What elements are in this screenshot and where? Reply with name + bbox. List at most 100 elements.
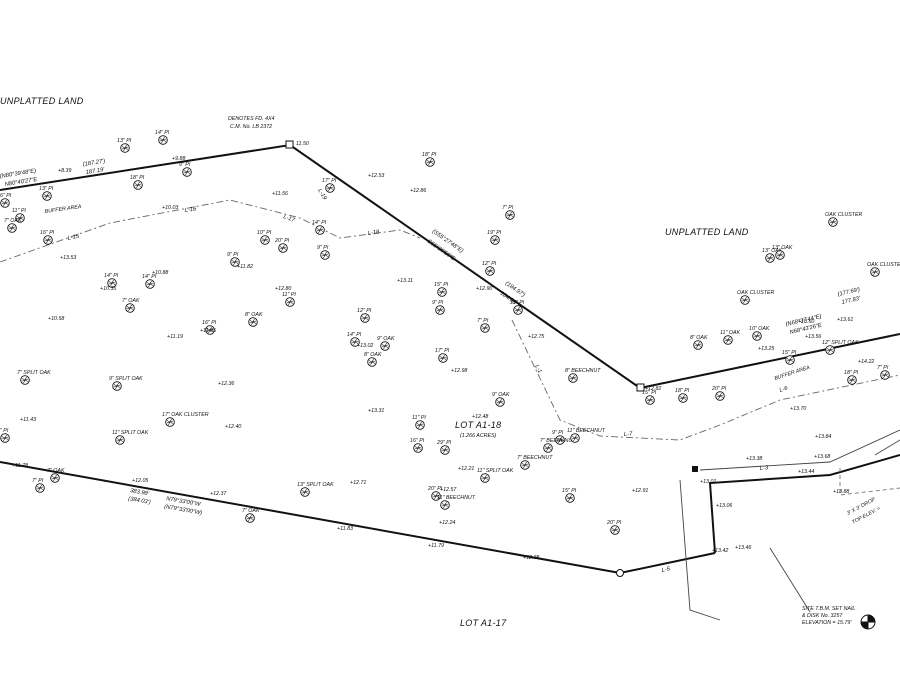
tree-marker: 11" BEECHNUT [437, 495, 476, 510]
tree-label: 8" OAK [364, 352, 382, 358]
tree-marker: 13" SPLIT OAK [297, 482, 334, 497]
monument-circle-icon [616, 569, 624, 577]
tree-label: 8" OAK [245, 312, 263, 318]
tree-label: 9" OAK [377, 336, 395, 342]
tree-marker: 18" PI [675, 388, 690, 403]
tree-label: OAK CLUSTER [867, 262, 900, 268]
tree-hatch-icon [544, 444, 552, 452]
tree-marker: 9" PI [227, 252, 240, 267]
tree-marker: OAK CLUSTER [825, 212, 863, 227]
tree-label: OAK CLUSTER [737, 290, 775, 296]
tree-label: 11" PI [282, 292, 296, 298]
spot-elevation: +11.85 [200, 328, 216, 334]
spot-elevation: 11.50 [296, 141, 309, 147]
tree-hatch-icon [246, 514, 254, 522]
buffer-area-right-label: BUFFER AREA [774, 365, 811, 382]
tree-label: 13" PI [117, 138, 132, 144]
bearing-nw-3: (187.27') [82, 158, 105, 167]
spot-elevation: +12.90 [476, 286, 492, 292]
tree-hatch-icon [436, 306, 444, 314]
spot-elevation: +11.78 [12, 463, 28, 469]
tree-label: 14" PI [104, 273, 119, 279]
tree-hatch-icon [261, 236, 269, 244]
spot-elevation: +11.83 [337, 526, 353, 532]
elevations-layer: 11.50+9.88+8.39+12.53+11.56+12.86+10.03+… [12, 141, 874, 561]
tree-marker: OAK CLUSTER [737, 290, 775, 305]
tree-hatch-icon [51, 474, 59, 482]
tree-marker: 20" PI [606, 520, 622, 535]
tree-marker: 17" PI [322, 178, 337, 193]
tree-label: 19" PI [510, 300, 525, 306]
line-label-l15: L-15 [67, 234, 80, 242]
tree-hatch-icon [741, 296, 749, 304]
spot-elevation: +9.88 [172, 156, 185, 162]
tree-hatch-icon [279, 244, 287, 252]
tree-hatch-icon [724, 336, 732, 344]
tree-label: 9" PI [317, 245, 329, 251]
tree-hatch-icon [321, 251, 329, 259]
tree-label: 7" SPLIT OAK [17, 370, 51, 376]
tree-marker: 14" PI [104, 273, 119, 288]
tree-label: 11" PI [12, 208, 26, 214]
tree-hatch-icon [368, 358, 376, 366]
tree-label: 9" PI [432, 300, 444, 306]
spot-elevation: +13.88 [833, 489, 849, 495]
easement-line [679, 479, 721, 621]
tree-marker: 12" PI [482, 261, 497, 276]
spot-elevation: +14.22 [858, 359, 874, 365]
tree-marker: 14" PI [155, 130, 170, 145]
tree-marker: 8" BEECHNUT [565, 368, 601, 383]
tree-hatch-icon [361, 314, 369, 322]
tree-marker: 7" SPLIT OAK [17, 370, 51, 385]
tree-hatch-icon [766, 254, 774, 262]
monument-note-2: C.M. No. LB 2372 [230, 124, 272, 130]
tree-hatch-icon [8, 224, 16, 232]
tree-marker: 8" OAK [690, 335, 708, 350]
tree-marker: 11" SPLIT OAK [112, 430, 149, 445]
tree-hatch-icon [146, 280, 154, 288]
line-label-l5: L-5 [661, 566, 671, 574]
spot-elevation: +11.19 [167, 334, 183, 340]
tree-label: 12" PI [482, 261, 497, 267]
tree-marker: 18" PI [422, 152, 437, 167]
tbm-note-2: & DISK No. 3257 [802, 613, 843, 619]
line-label-l7: L-7 [624, 431, 634, 438]
tree-label: 11" OAK [720, 330, 741, 336]
tree-marker: 7" PI [877, 365, 890, 380]
spot-elevation: +13.61 [837, 317, 853, 323]
tree-marker: 7" OAK [4, 218, 22, 233]
tree-hatch-icon [439, 354, 447, 362]
tree-marker: 16" PI [0, 193, 12, 208]
tree-label: 9" OAK [492, 392, 510, 398]
tree-label: 15" PI [782, 350, 797, 356]
tree-hatch-icon [126, 304, 134, 312]
tree-label: 9" SPLIT OAK [109, 376, 143, 382]
tree-hatch-icon [16, 214, 24, 222]
monument-square-icon [692, 466, 698, 472]
tree-marker: 15" PI [562, 488, 577, 503]
tree-hatch-icon [569, 374, 577, 382]
tree-marker: 11" PI [412, 415, 426, 430]
tree-marker: 18" PI [130, 175, 145, 190]
tree-hatch-icon [826, 346, 834, 354]
spot-elevation: +11.43 [20, 417, 36, 423]
tree-label: 18" PI [844, 370, 859, 376]
tree-hatch-icon [438, 288, 446, 296]
tree-hatch-icon [486, 267, 494, 275]
spot-elevation: +13.56 [805, 334, 821, 340]
tree-hatch-icon [426, 158, 434, 166]
tree-marker: 7" OAK [122, 298, 140, 313]
spot-elevation: +12.24 [439, 520, 455, 526]
tree-hatch-icon [316, 226, 324, 234]
tree-label: 7" PI [502, 205, 514, 211]
tree-marker: 7" PI [32, 478, 45, 493]
tree-hatch-icon [514, 306, 522, 314]
tree-hatch-icon [848, 376, 856, 384]
tree-marker: 11" PI [12, 208, 26, 223]
tree-marker: 10" PI [257, 230, 272, 245]
spot-elevation: +12.86 [410, 188, 426, 194]
bearing-nw-1: (N80°39'48"E) [0, 168, 37, 180]
property-boundary [0, 143, 900, 575]
bearing-s-1: 383.98' [130, 488, 150, 497]
tree-hatch-icon [481, 324, 489, 332]
